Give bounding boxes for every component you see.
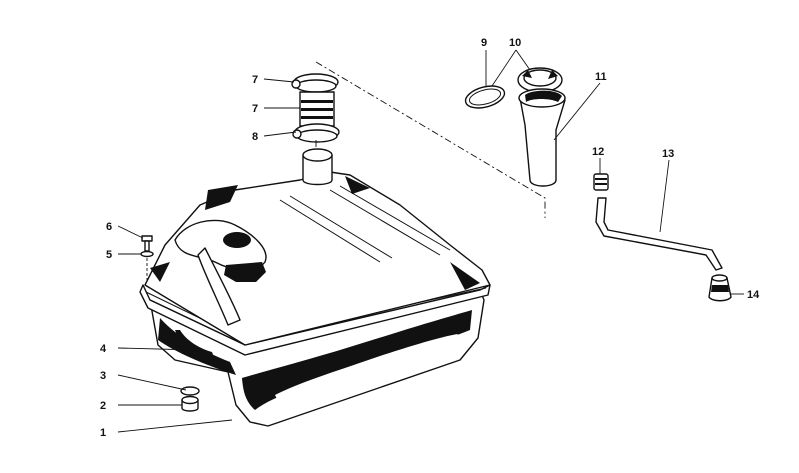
washer bbox=[140, 250, 154, 258]
leader-11 bbox=[553, 82, 601, 141]
callout-4: 4 bbox=[100, 343, 107, 355]
callout-10: 10 bbox=[509, 37, 521, 49]
callout-11: 11 bbox=[595, 71, 607, 83]
leader-13 bbox=[659, 159, 670, 233]
hose-sleeve bbox=[299, 91, 335, 127]
leader-4 bbox=[117, 347, 197, 351]
hose-clamp-lower bbox=[292, 123, 340, 143]
drain-seal bbox=[180, 386, 200, 396]
fuel-tank bbox=[139, 171, 491, 427]
o-ring bbox=[464, 85, 506, 109]
leader-7b bbox=[263, 131, 297, 137]
callout-7-lower: 8 bbox=[252, 131, 258, 143]
assembly-line bbox=[315, 61, 546, 218]
leader-6 bbox=[117, 225, 144, 239]
hose-clamp-upper bbox=[291, 73, 339, 93]
vent-tube bbox=[595, 197, 723, 271]
callout-9: 9 bbox=[481, 37, 487, 49]
rubber-cap bbox=[708, 274, 732, 302]
callout-5: 5 bbox=[106, 249, 112, 261]
callout-2: 2 bbox=[100, 400, 106, 412]
callout-14: 14 bbox=[747, 289, 760, 301]
leader-7a bbox=[263, 78, 295, 83]
leader-10b bbox=[515, 49, 531, 71]
vent-fitting bbox=[593, 173, 609, 191]
leader-10a bbox=[491, 49, 517, 87]
callout-6: 6 bbox=[106, 221, 112, 233]
filler-pipe bbox=[518, 88, 566, 187]
filler-cap-ring bbox=[517, 67, 563, 93]
leader-1 bbox=[117, 419, 233, 433]
callout-13: 13 bbox=[662, 148, 674, 160]
bolt bbox=[141, 235, 153, 252]
drain-plug bbox=[181, 395, 199, 412]
callout-7-upper: 7 bbox=[252, 74, 258, 86]
leader-3 bbox=[117, 374, 187, 391]
callout-1: 1 bbox=[100, 427, 106, 439]
callout-3: 3 bbox=[100, 370, 106, 382]
callout-8: 7 bbox=[252, 103, 258, 115]
callout-12: 12 bbox=[592, 146, 604, 158]
filler-neck bbox=[302, 148, 333, 186]
